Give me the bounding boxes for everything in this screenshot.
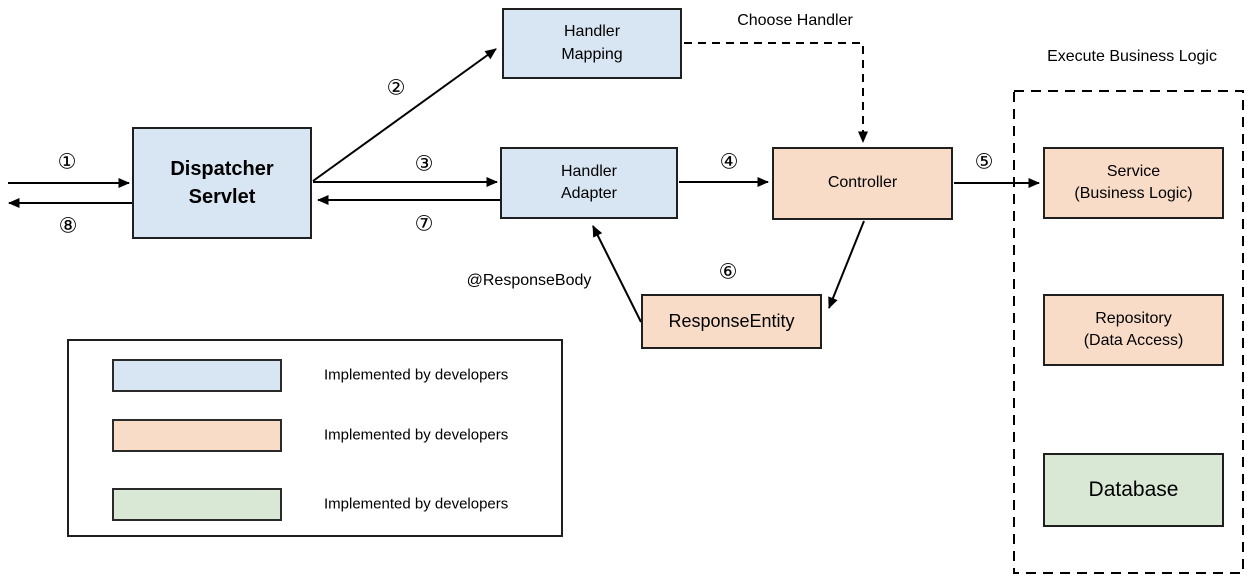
legend-swatch-green — [112, 488, 282, 521]
step-8-badge: ⑧ — [58, 214, 78, 238]
node-controller: Controller — [772, 147, 953, 220]
legend-swatch-orange — [112, 419, 282, 452]
execute-business-logic-container — [1013, 90, 1244, 574]
node-database: Database — [1043, 453, 1224, 527]
arrow-step6-to-response-entity — [828, 220, 865, 309]
node-handler-adapter: Handler Adapter — [500, 147, 678, 219]
node-handler-mapping: Handler Mapping — [502, 8, 682, 79]
step-4-badge: ④ — [719, 150, 739, 174]
step-1-badge: ① — [57, 150, 77, 174]
step-7-badge: ⑦ — [414, 212, 434, 236]
execute-business-logic-label: Execute Business Logic — [1047, 48, 1217, 65]
node-service: Service (Business Logic) — [1043, 147, 1224, 219]
arrow-response-body-to-handler-adapter — [592, 225, 642, 323]
node-repository: Repository (Data Access) — [1043, 294, 1224, 366]
node-response-entity: ResponseEntity — [641, 294, 822, 349]
arrow-step2-to-handler-mapping — [312, 48, 497, 182]
step-3-badge: ③ — [414, 152, 434, 176]
response-body-label: @ResponseBody — [466, 272, 592, 289]
legend-label-orange: Implemented by developers — [324, 426, 509, 444]
step-6-badge: ⑥ — [718, 260, 738, 284]
choose-handler-label: Choose Handler — [737, 12, 853, 29]
node-dispatcher-servlet: Dispatcher Servlet — [132, 127, 312, 239]
step-5-badge: ⑤ — [974, 150, 994, 174]
legend-box: Implemented by developers Implemented by… — [67, 339, 563, 537]
legend-swatch-blue — [112, 359, 282, 392]
arrow-choose-handler-dashed — [684, 42, 868, 143]
step-2-badge: ② — [386, 76, 406, 100]
legend-label-blue: Implemented by developers — [324, 366, 509, 384]
legend-label-green: Implemented by developers — [324, 495, 509, 513]
